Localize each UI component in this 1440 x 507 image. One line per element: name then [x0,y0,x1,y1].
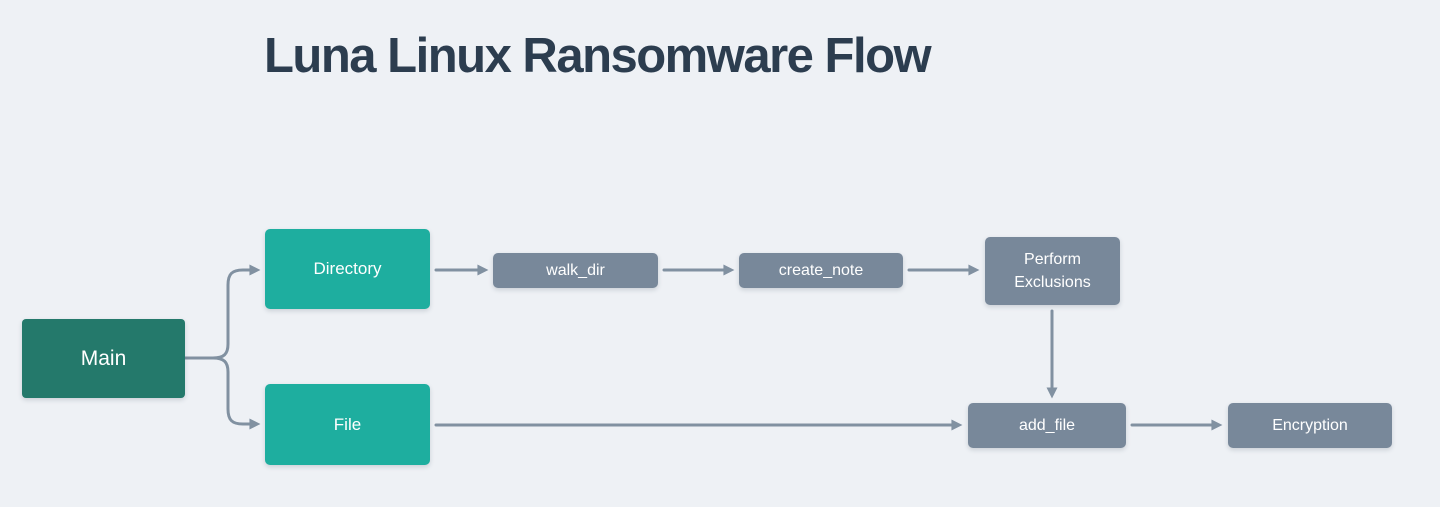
node-file: File [265,384,430,465]
node-encryption: Encryption [1228,403,1392,448]
node-perform-exclusions-label: Perform Exclusions [1014,251,1091,291]
node-create-note-label: create_note [778,261,864,279]
node-main-label: Main [80,346,127,370]
connector-main-to-file [211,356,261,430]
connector-main-to-directory [211,264,261,360]
node-add-file: add_file [968,403,1126,448]
node-encryption-label: Encryption [1272,416,1348,434]
node-walk-dir-label: walk_dir [546,261,605,279]
node-walk-dir: walk_dir [493,253,658,288]
node-main: Main [22,319,185,398]
node-directory-label: Directory [313,259,382,278]
node-create-note: create_note [739,253,903,288]
node-add-file-label: add_file [1018,416,1076,434]
node-file-label: File [333,414,362,434]
node-perform-exclusions: Perform Exclusions [985,237,1120,305]
diagram-title: Luna Linux Ransomware Flow [264,29,932,83]
node-directory: Directory [265,229,430,309]
